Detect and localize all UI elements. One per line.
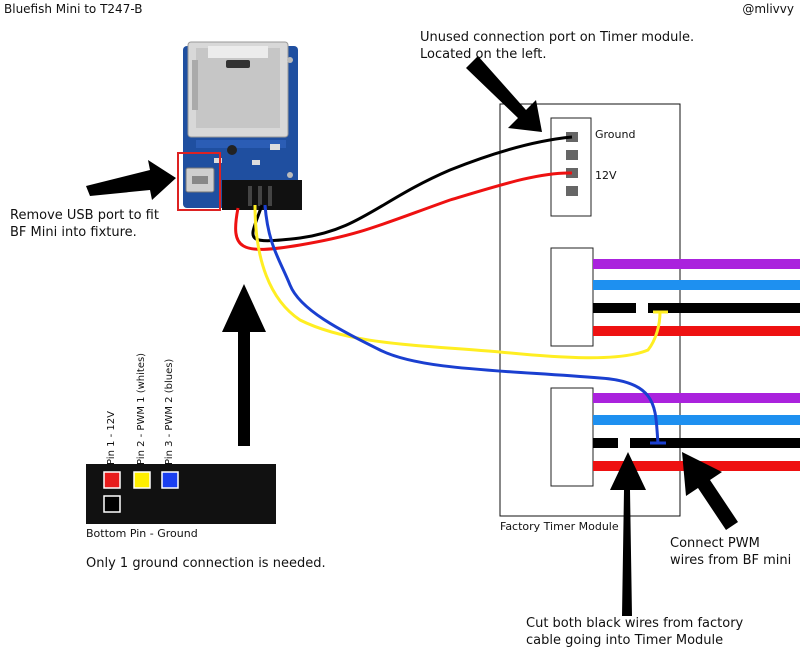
pin-3-square [161, 471, 179, 489]
cut-wires-note-line2: cable going into Timer Module [526, 633, 724, 648]
usb-port [185, 167, 215, 193]
pin-1-square [103, 471, 121, 489]
timer-connector-2 [550, 387, 594, 487]
cut-wires-note-line1: Cut both black wires from factory [526, 616, 744, 631]
pin-2-label: Pin 2 - PWM 1 (whites) [136, 352, 147, 465]
pin-3-label: Pin 3 - PWM 2 (blues) [164, 358, 175, 465]
arrow-cut-wires [610, 452, 646, 616]
arrow-unused-port [466, 56, 542, 132]
pin-legend-connector [86, 464, 276, 524]
timer-unused-port [550, 117, 592, 217]
pin-1-label: Pin 1 - 12V [106, 411, 117, 465]
blue-wire [263, 204, 660, 444]
timer-connector-1 [550, 247, 594, 347]
arrow-header-up [222, 284, 266, 446]
unused-port-note-line2: Located on the left. [420, 47, 547, 62]
unused-port-note-line1: Unused connection port on Timer module. [420, 30, 695, 45]
connect-pwm-note-line2: wires from BF mini [670, 553, 792, 568]
ground-pin-square [103, 495, 121, 513]
arrow-connect-pwm [682, 452, 738, 530]
factory-cable-1 [593, 259, 800, 336]
diagram-title: Bluefish Mini to T247-B [4, 2, 143, 16]
remove-usb-note-line2: BF Mini into fixture. [10, 225, 137, 240]
timer-module-label: Factory Timer Module [500, 520, 619, 533]
red-wire [234, 171, 573, 251]
pin-2-square [133, 471, 151, 489]
yellow-wire [253, 204, 662, 360]
port-12v-label: 12V [595, 169, 617, 182]
remove-usb-note-line1: Remove USB port to fit [10, 208, 159, 223]
connect-pwm-note-line1: Connect PWM [670, 536, 760, 551]
author-handle: @mlivvy [742, 2, 794, 16]
bottom-pin-label: Bottom Pin - Ground [86, 527, 198, 540]
arrow-usb [86, 160, 176, 200]
port-ground-label: Ground [595, 128, 636, 141]
usb-highlight-box [177, 152, 221, 211]
ground-note: Only 1 ground connection is needed. [86, 556, 326, 571]
